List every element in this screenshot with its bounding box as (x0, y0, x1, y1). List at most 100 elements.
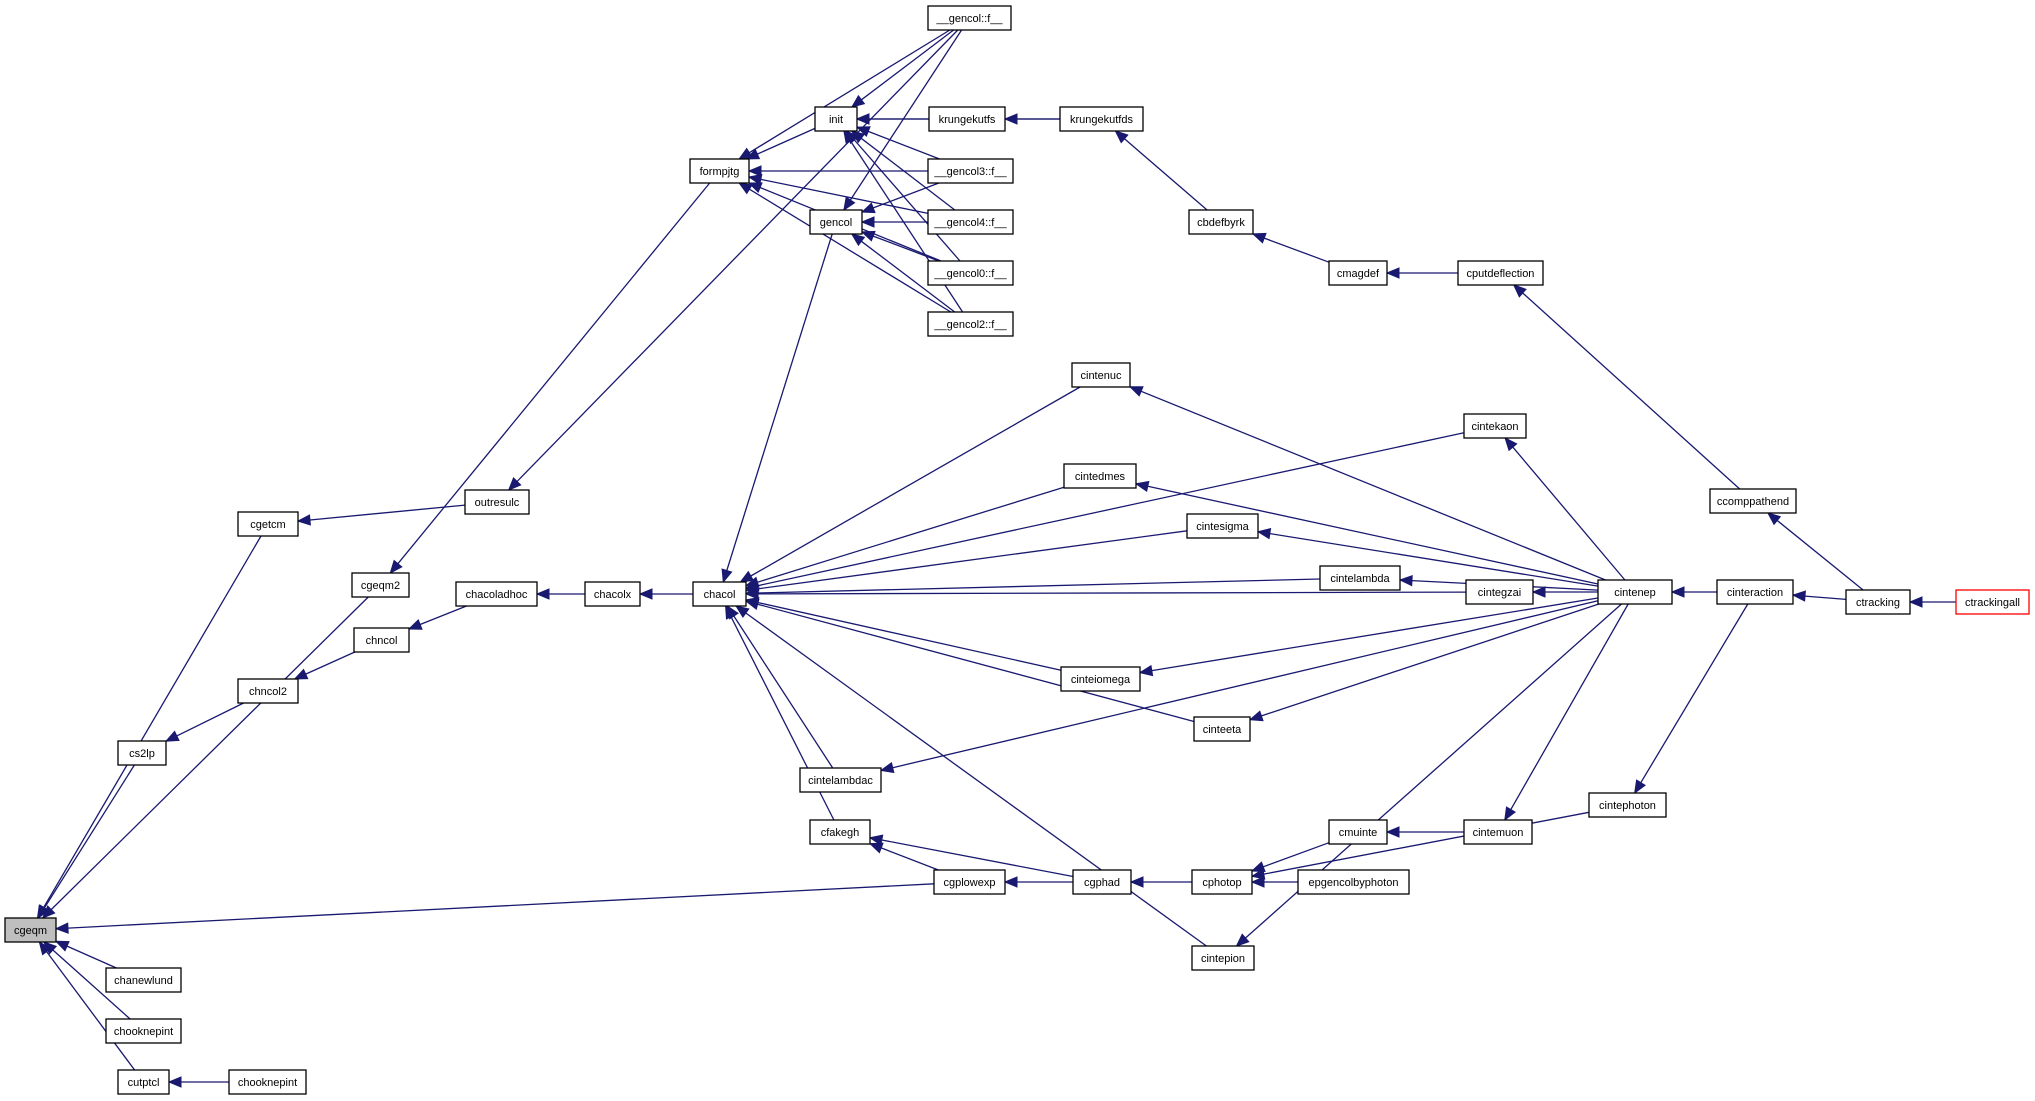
edge-cinteneutrinos-to-cinteeta (1248, 603, 1600, 722)
node-cintelambdac[interactable]: cintelambdac (799, 767, 882, 793)
node-label: __gencol4::f__ (933, 217, 1007, 229)
edge-line (1263, 811, 1590, 875)
edge-gencolf-to-gencol (843, 29, 963, 212)
node-cutptcl[interactable]: cutptcl (117, 1069, 170, 1095)
node-box (1716, 579, 1794, 605)
node-label: cinteiomega (1071, 674, 1131, 686)
edge-epgencolbyphoton-to-cphotop (1250, 876, 1298, 888)
node-box (351, 572, 410, 598)
node-ctrackingall[interactable]: ctrackingall (1955, 589, 2030, 615)
arrowhead-icon (1235, 933, 1250, 947)
node-cgeqm2[interactable]: cgeqm2 (351, 572, 410, 598)
arrowhead-icon (860, 230, 876, 242)
node-cintenuc[interactable]: cintenuc (1071, 362, 1131, 388)
node-krungekutfs[interactable]: krungekutfs (928, 106, 1006, 132)
edge-line (309, 504, 466, 521)
node-label: cgeqm2 (361, 580, 400, 592)
edge-ccomppathend-to-cputdeflection (1512, 284, 1741, 490)
node-gencol4f[interactable]: __gencol4::f__ (927, 209, 1014, 235)
node-chncol2[interactable]: chncol2 (237, 678, 299, 704)
node-cintesigma[interactable]: cintesigma (1186, 513, 1259, 539)
node-outresult[interactable]: outresulc (464, 489, 530, 515)
edge-gencol-to-chacol (721, 233, 833, 584)
edge-cinteneutrinos-to-cinteomega (1138, 597, 1599, 677)
arrowhead-icon (745, 148, 761, 160)
node-box (1193, 716, 1251, 742)
arrowhead-icon (738, 182, 753, 195)
edge-chooknepint2-to-cutptcl (167, 1076, 229, 1088)
node-ctracking[interactable]: ctracking (1845, 589, 1911, 615)
node-cgeqm[interactable]: cgeqm (4, 917, 57, 943)
edge-outresult-to-cgetcm (296, 504, 466, 526)
node-cs2lp[interactable]: cs2lp (117, 740, 167, 766)
node-cintelambda[interactable]: cintelambda (1319, 565, 1401, 591)
node-label: cs2lp (129, 748, 155, 760)
node-label: __gencol2::f__ (933, 319, 1007, 331)
node-cintepion[interactable]: cintepion (1191, 945, 1255, 971)
node-cphotop[interactable]: cphotop (1191, 869, 1253, 895)
arrowhead-icon (535, 588, 550, 600)
node-cintekaon[interactable]: cintekaon (1463, 413, 1527, 439)
node-cinteraction[interactable]: cinteraction (1716, 579, 1794, 605)
node-cfakegh[interactable]: cfakegh (809, 819, 871, 845)
arrowhead-icon (1398, 574, 1413, 587)
node-gencolf[interactable]: __gencol::f__ (927, 5, 1012, 31)
node-cgetcm[interactable]: cgetcm (237, 511, 299, 537)
node-chooknepint2[interactable]: chooknepint (228, 1069, 307, 1095)
node-chacolx[interactable]: chacolx (584, 581, 641, 607)
node-chncol[interactable]: chncol (353, 627, 410, 653)
node-chanewlund[interactable]: chanewlund (105, 967, 182, 993)
node-cintemuon[interactable]: cintemuon (1463, 819, 1533, 845)
node-chacoladhoc[interactable]: chacoladhoc (455, 581, 538, 607)
node-gencol2f[interactable]: __gencol2::f__ (927, 311, 1014, 337)
node-box (814, 106, 858, 132)
node-label: cintegzai (1478, 587, 1521, 599)
node-cinteomega[interactable]: cinteiomega (1060, 666, 1141, 692)
node-chooknepint1[interactable]: chooknepint (105, 1018, 182, 1044)
node-label: ccomppathend (1717, 496, 1789, 508)
node-label: cmagdef (1337, 268, 1380, 280)
node-cputdeflection[interactable]: cputdeflection (1457, 260, 1544, 286)
node-box (927, 209, 1014, 235)
node-label: cbdefbyrk (1197, 217, 1245, 229)
node-cinteneutrinos[interactable]: cintenep (1597, 579, 1673, 605)
node-formpjtg[interactable]: formpjtg (689, 158, 750, 184)
node-krungekutfds[interactable]: krungekutfds (1059, 106, 1144, 132)
node-label: gencol (820, 217, 852, 229)
node-cbdefbyrk[interactable]: cbdefbyrk (1188, 209, 1254, 235)
edge-line (880, 847, 939, 871)
node-cgphad[interactable]: cgphad (1072, 869, 1132, 895)
node-init[interactable]: init (814, 106, 858, 132)
node-cintegzai[interactable]: cintegzai (1465, 579, 1534, 605)
node-label: ctracking (1856, 597, 1900, 609)
arrowhead-icon (293, 668, 309, 680)
node-box (809, 209, 863, 235)
node-ccomppathend[interactable]: ccomppathend (1709, 488, 1797, 514)
arrowhead-icon (744, 598, 760, 610)
node-box (1463, 413, 1527, 439)
node-cintephoton[interactable]: cintephoton (1588, 792, 1667, 818)
node-cintedmes[interactable]: cintedmes (1063, 463, 1137, 489)
node-label: __gencol::f__ (935, 13, 1003, 25)
node-box (933, 869, 1006, 895)
node-epgencolbyphoton[interactable]: epgencolbyphoton (1297, 869, 1410, 895)
node-cinteeta[interactable]: cinteeta (1193, 716, 1251, 742)
arrowhead-icon (1128, 386, 1144, 397)
edge-line (757, 578, 1321, 594)
node-box (927, 5, 1012, 31)
node-gencol[interactable]: gencol (809, 209, 863, 235)
node-label: chacolx (594, 589, 632, 601)
edge-cinteneutrinos-to-cintesigma (1256, 527, 1599, 587)
node-cgplowexp[interactable]: cgplowexp (933, 869, 1006, 895)
node-cmuinte[interactable]: cmuinte (1328, 819, 1388, 845)
edge-cgetcm-to-cgeqm (36, 535, 262, 920)
node-chacol[interactable]: chacol (692, 581, 747, 607)
node-label: init (829, 114, 843, 126)
edge-line (50, 596, 369, 911)
node-cmagdef[interactable]: cmagdef (1328, 260, 1388, 286)
node-gencol0f[interactable]: __gencol0::f__ (927, 260, 1014, 286)
node-gencol3f[interactable]: __gencol3::f__ (927, 158, 1014, 184)
arrowhead-icon (850, 94, 866, 108)
node-box (1188, 209, 1254, 235)
node-box (1328, 260, 1388, 286)
